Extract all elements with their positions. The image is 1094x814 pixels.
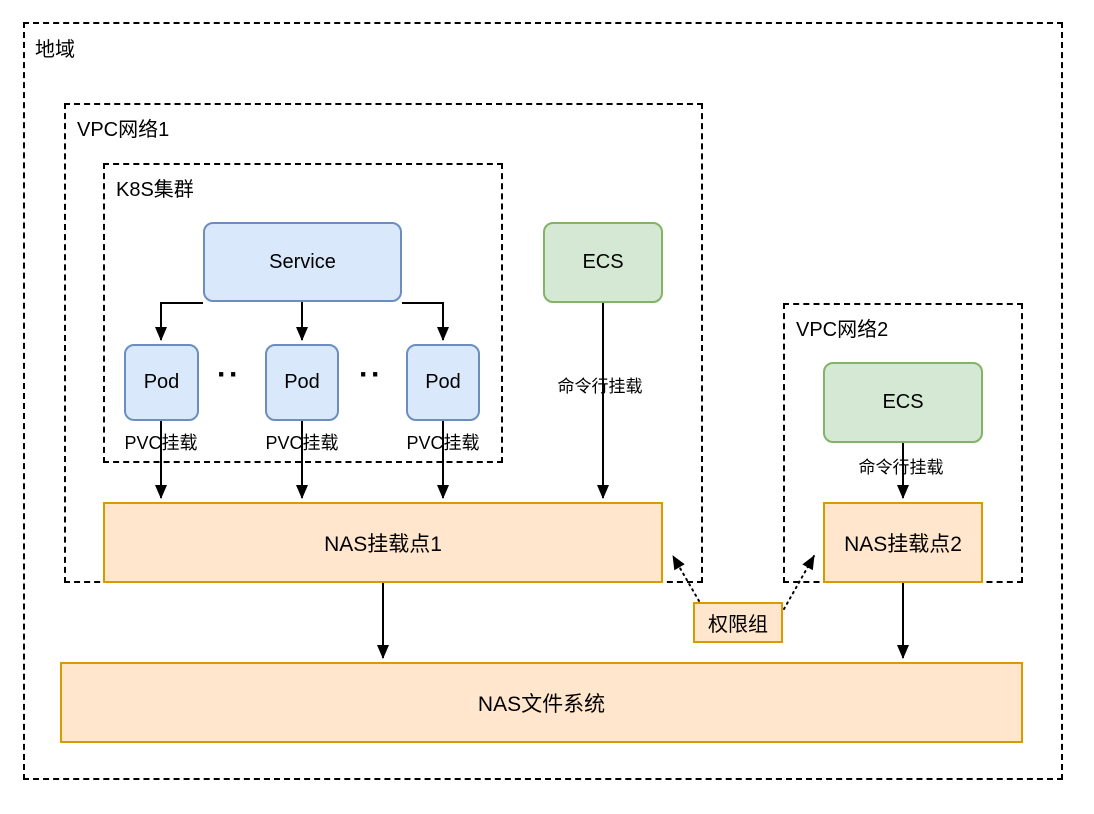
- cli-mount-label-vpc2: 命令行挂载: [858, 458, 944, 477]
- service-node: Service: [203, 222, 402, 302]
- region-label: 地域: [35, 39, 75, 61]
- nas-mount-point-1-node: NAS挂载点1: [103, 502, 663, 583]
- vpc1-label: VPC网络1: [77, 119, 170, 141]
- pod-ellipsis: ··: [217, 358, 241, 391]
- ecs-vpc1-node: ECS: [543, 222, 663, 303]
- pvc-mount-label-3: PVC挂载: [406, 433, 480, 453]
- vpc2-label: VPC网络2: [796, 319, 889, 341]
- pvc-mount-label-2: PVC挂载: [265, 433, 339, 453]
- k8s-cluster-container: K8S集群: [103, 163, 503, 463]
- region-container: 地域: [23, 22, 1063, 780]
- cli-mount-label-vpc1: 命令行挂载: [557, 377, 643, 396]
- pod-node: Pod: [406, 344, 480, 421]
- pvc-mount-label-1: PVC挂载: [124, 433, 198, 453]
- pod-ellipsis: ··: [359, 358, 383, 391]
- ecs-vpc2-node: ECS: [823, 362, 983, 443]
- k8s-cluster-label: K8S集群: [116, 179, 194, 201]
- pod-node: Pod: [124, 344, 199, 421]
- pod-node: Pod: [265, 344, 339, 421]
- nas-mount-point-2-node: NAS挂载点2: [823, 502, 983, 583]
- permission-group-node: 权限组: [693, 602, 783, 643]
- nas-filesystem-node: NAS文件系统: [60, 662, 1023, 743]
